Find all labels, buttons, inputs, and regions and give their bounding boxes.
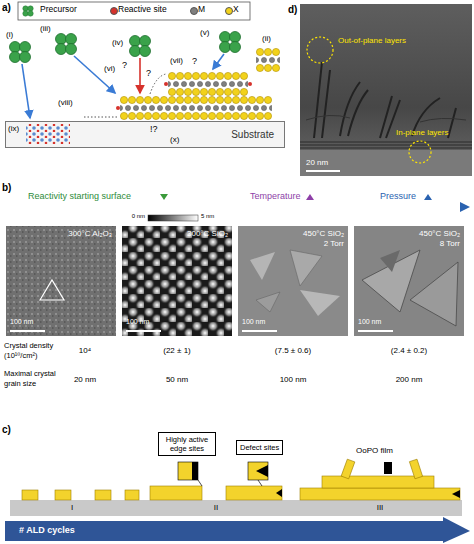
table-cell: (2.4 ± 0.2) xyxy=(391,346,427,355)
table-cell: 10⁴ xyxy=(79,346,91,355)
node-text: Defect sites xyxy=(240,443,279,452)
callout-number: (iii) xyxy=(40,24,51,33)
condition-label: 2 Torr xyxy=(324,239,344,248)
micrographs xyxy=(6,226,464,336)
node-text: # ALD cycles xyxy=(19,521,443,539)
colorbar-label: 5 nm xyxy=(201,213,214,220)
cycle-arrow-band: # ALD cycles xyxy=(5,521,443,541)
table-row-header: (10¹⁰/cm²) xyxy=(4,352,37,361)
legend-swatch xyxy=(225,7,233,15)
table-cell: 50 nm xyxy=(166,375,188,384)
question-mark: ? xyxy=(192,56,197,66)
substrate-illustration xyxy=(5,121,285,148)
condition-label: 450°C SiO₂ xyxy=(303,229,344,238)
table-row-header: Maximal crystal xyxy=(4,370,56,379)
scale-bar-label: 100 nm xyxy=(126,318,149,326)
callout-number: (vi) xyxy=(104,64,115,73)
legend-text: Reactive site xyxy=(118,5,167,15)
callout-box: Defect sites xyxy=(236,440,283,455)
trend-label: Temperature xyxy=(250,191,301,201)
panel-letter: a) xyxy=(2,2,11,14)
legend-frame xyxy=(18,2,250,20)
scale-bar-label: 20 nm xyxy=(306,158,328,167)
layered-crystal xyxy=(84,48,280,120)
legend-text: M xyxy=(198,5,205,15)
legend-swatch xyxy=(110,7,118,15)
table-cell: 200 nm xyxy=(396,375,423,384)
scale-bar-label: 100 nm xyxy=(10,318,33,326)
callout-number: (v) xyxy=(200,28,209,37)
legend-text: Precursor xyxy=(40,5,77,15)
node-text: Substrate xyxy=(6,122,274,147)
condition-label: 450°C SiO₂ xyxy=(419,229,460,238)
stage-number: II xyxy=(214,503,218,512)
trend-label: Reactivity starting surface xyxy=(28,191,131,201)
height-colorbar xyxy=(148,215,198,221)
legend-swatch xyxy=(190,7,198,15)
callout-number: (ix) xyxy=(8,124,19,133)
image-annotation: In-plane layers xyxy=(396,128,448,137)
colorbar-label: 0 nm xyxy=(132,213,145,220)
condition-label: 300°C SiO₂ xyxy=(187,229,228,238)
trend-label: Pressure xyxy=(380,191,416,201)
scale-bar-label: 100 nm xyxy=(358,318,381,326)
node-text: Highly active edge sites xyxy=(161,435,213,453)
table-cell: (22 ± 1) xyxy=(163,346,191,355)
table-cell: (7.5 ± 0.6) xyxy=(275,346,311,355)
annotation-label: OoPO film xyxy=(356,446,393,455)
substrate-box: Substrate xyxy=(5,121,285,148)
question-mark: !? xyxy=(150,124,158,134)
callout-number: (iv) xyxy=(112,38,123,47)
table-row-header: grain size xyxy=(4,380,36,389)
precursor-molecules xyxy=(10,32,241,119)
question-mark: ? xyxy=(122,60,127,70)
image-annotation: Out-of-plane layers xyxy=(338,36,406,45)
table-row-header: Crystal density xyxy=(4,342,53,351)
callout-box: Highly active edge sites xyxy=(158,432,216,456)
table-cell: 20 nm xyxy=(74,375,96,384)
callout-number: (viii) xyxy=(58,98,73,107)
condition-label: 300°C Al₂O₃ xyxy=(68,229,112,238)
question-mark: ? xyxy=(146,68,151,78)
callout-number: (vii) xyxy=(170,56,183,65)
condition-label: 8 Torr xyxy=(440,239,460,248)
tem-image xyxy=(300,4,472,176)
stage-number: I xyxy=(71,503,73,512)
stage-number: III xyxy=(377,503,384,512)
scale-bar-label: 100 nm xyxy=(242,318,265,326)
panel-letter: c) xyxy=(2,424,11,436)
panel-letter: b) xyxy=(2,182,11,194)
callout-number: (i) xyxy=(6,30,13,39)
callout-number: (ii) xyxy=(262,34,271,43)
panel-letter: d) xyxy=(288,4,297,16)
callout-number: (x) xyxy=(170,135,179,144)
table-cell: 100 nm xyxy=(280,375,307,384)
legend-text: X xyxy=(233,5,239,15)
